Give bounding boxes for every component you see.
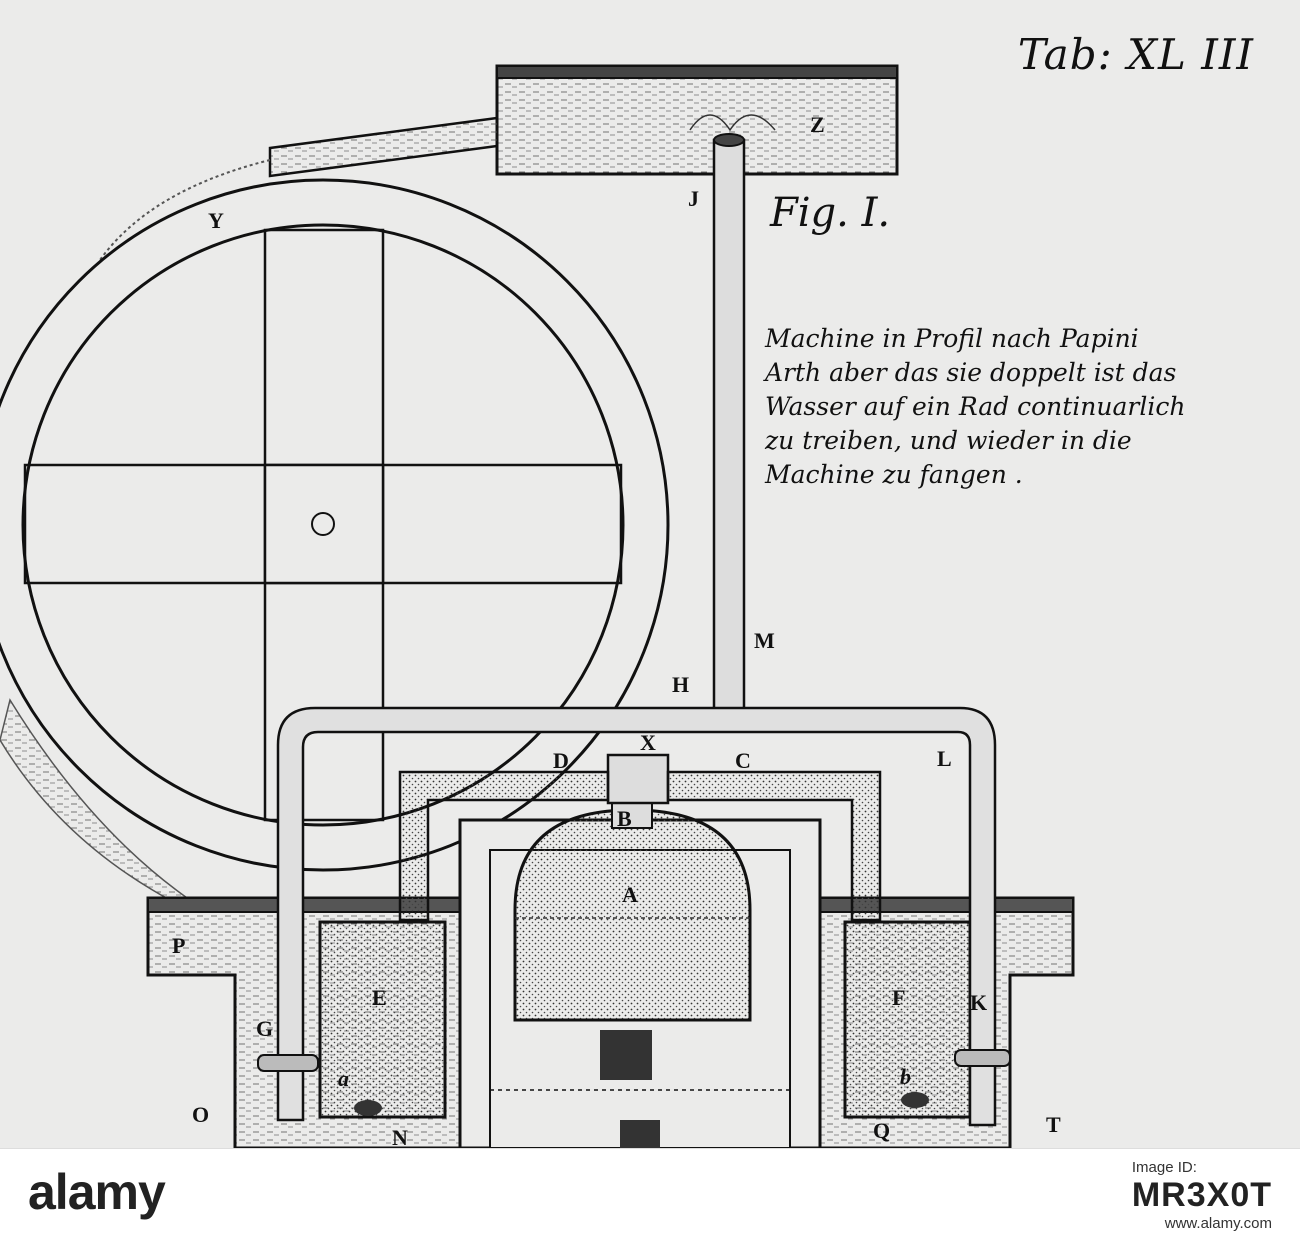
rising-pipe	[712, 133, 746, 712]
tank-spout	[99, 116, 498, 261]
image-reference: Image ID: MR3X0T www.alamy.com	[1132, 1159, 1272, 1232]
label-a-lower: a	[338, 1066, 349, 1091]
brand-logo: alamy	[28, 1164, 166, 1220]
caption-line: Machine zu fangen .	[765, 460, 1023, 489]
boiler-a	[513, 799, 752, 1022]
figure-title: Fig. I.	[770, 190, 891, 236]
valve-g	[257, 1054, 319, 1072]
caption-text: Machine in Profil nach Papini Arth aber …	[765, 322, 1265, 492]
watermark-footer: alamy Image ID: MR3X0T www.alamy.com	[0, 1148, 1300, 1238]
inlet-a	[354, 1100, 382, 1116]
label-b-lower: b	[900, 1064, 911, 1089]
plate-number: Tab: XL III	[1017, 30, 1254, 79]
valve-k	[954, 1049, 1011, 1067]
label-g: G	[256, 1016, 274, 1041]
upper-tank-z	[495, 64, 899, 176]
image-id-label: Image ID:	[1131, 1159, 1197, 1176]
cylinder-e	[318, 920, 447, 1119]
water-wheel	[0, 178, 670, 872]
label-c: C	[735, 748, 751, 773]
label-h: H	[672, 672, 690, 697]
label-n: N	[392, 1125, 408, 1150]
site-url: www.alamy.com	[1164, 1215, 1272, 1232]
steam-pipes	[398, 770, 882, 922]
falling-water	[0, 698, 193, 901]
label-t: T	[1046, 1112, 1061, 1137]
label-o: O	[192, 1102, 210, 1127]
label-y: Y	[208, 208, 224, 233]
caption-line: Wasser auf ein Rad continuarlich	[765, 392, 1186, 421]
label-f: F	[892, 985, 906, 1010]
label-m: M	[754, 628, 775, 653]
valve-x	[606, 753, 670, 805]
label-b: B	[617, 806, 632, 831]
label-e: E	[372, 985, 387, 1010]
label-a: A	[622, 882, 638, 907]
delivery-pipe	[276, 706, 997, 1127]
label-k: K	[970, 990, 988, 1015]
caption-line: Machine in Profil nach Papini	[765, 324, 1139, 353]
label-p: P	[172, 933, 186, 958]
engraving-plate: Tab: XL III Fig. I. Machine in Profil na…	[0, 30, 1265, 1150]
caption-line: zu treiben, und wieder in die	[765, 426, 1132, 455]
machine-drawing	[0, 64, 1075, 1148]
label-x: X	[640, 730, 656, 755]
caption-line: Arth aber das sie doppelt ist das	[765, 358, 1177, 387]
inlet-b	[901, 1092, 929, 1108]
label-q: Q	[873, 1118, 891, 1143]
label-j: J	[688, 186, 699, 211]
label-d: D	[553, 748, 569, 773]
image-id: MR3X0T	[1131, 1176, 1272, 1214]
label-z: Z	[810, 112, 825, 137]
label-l: L	[937, 746, 952, 771]
